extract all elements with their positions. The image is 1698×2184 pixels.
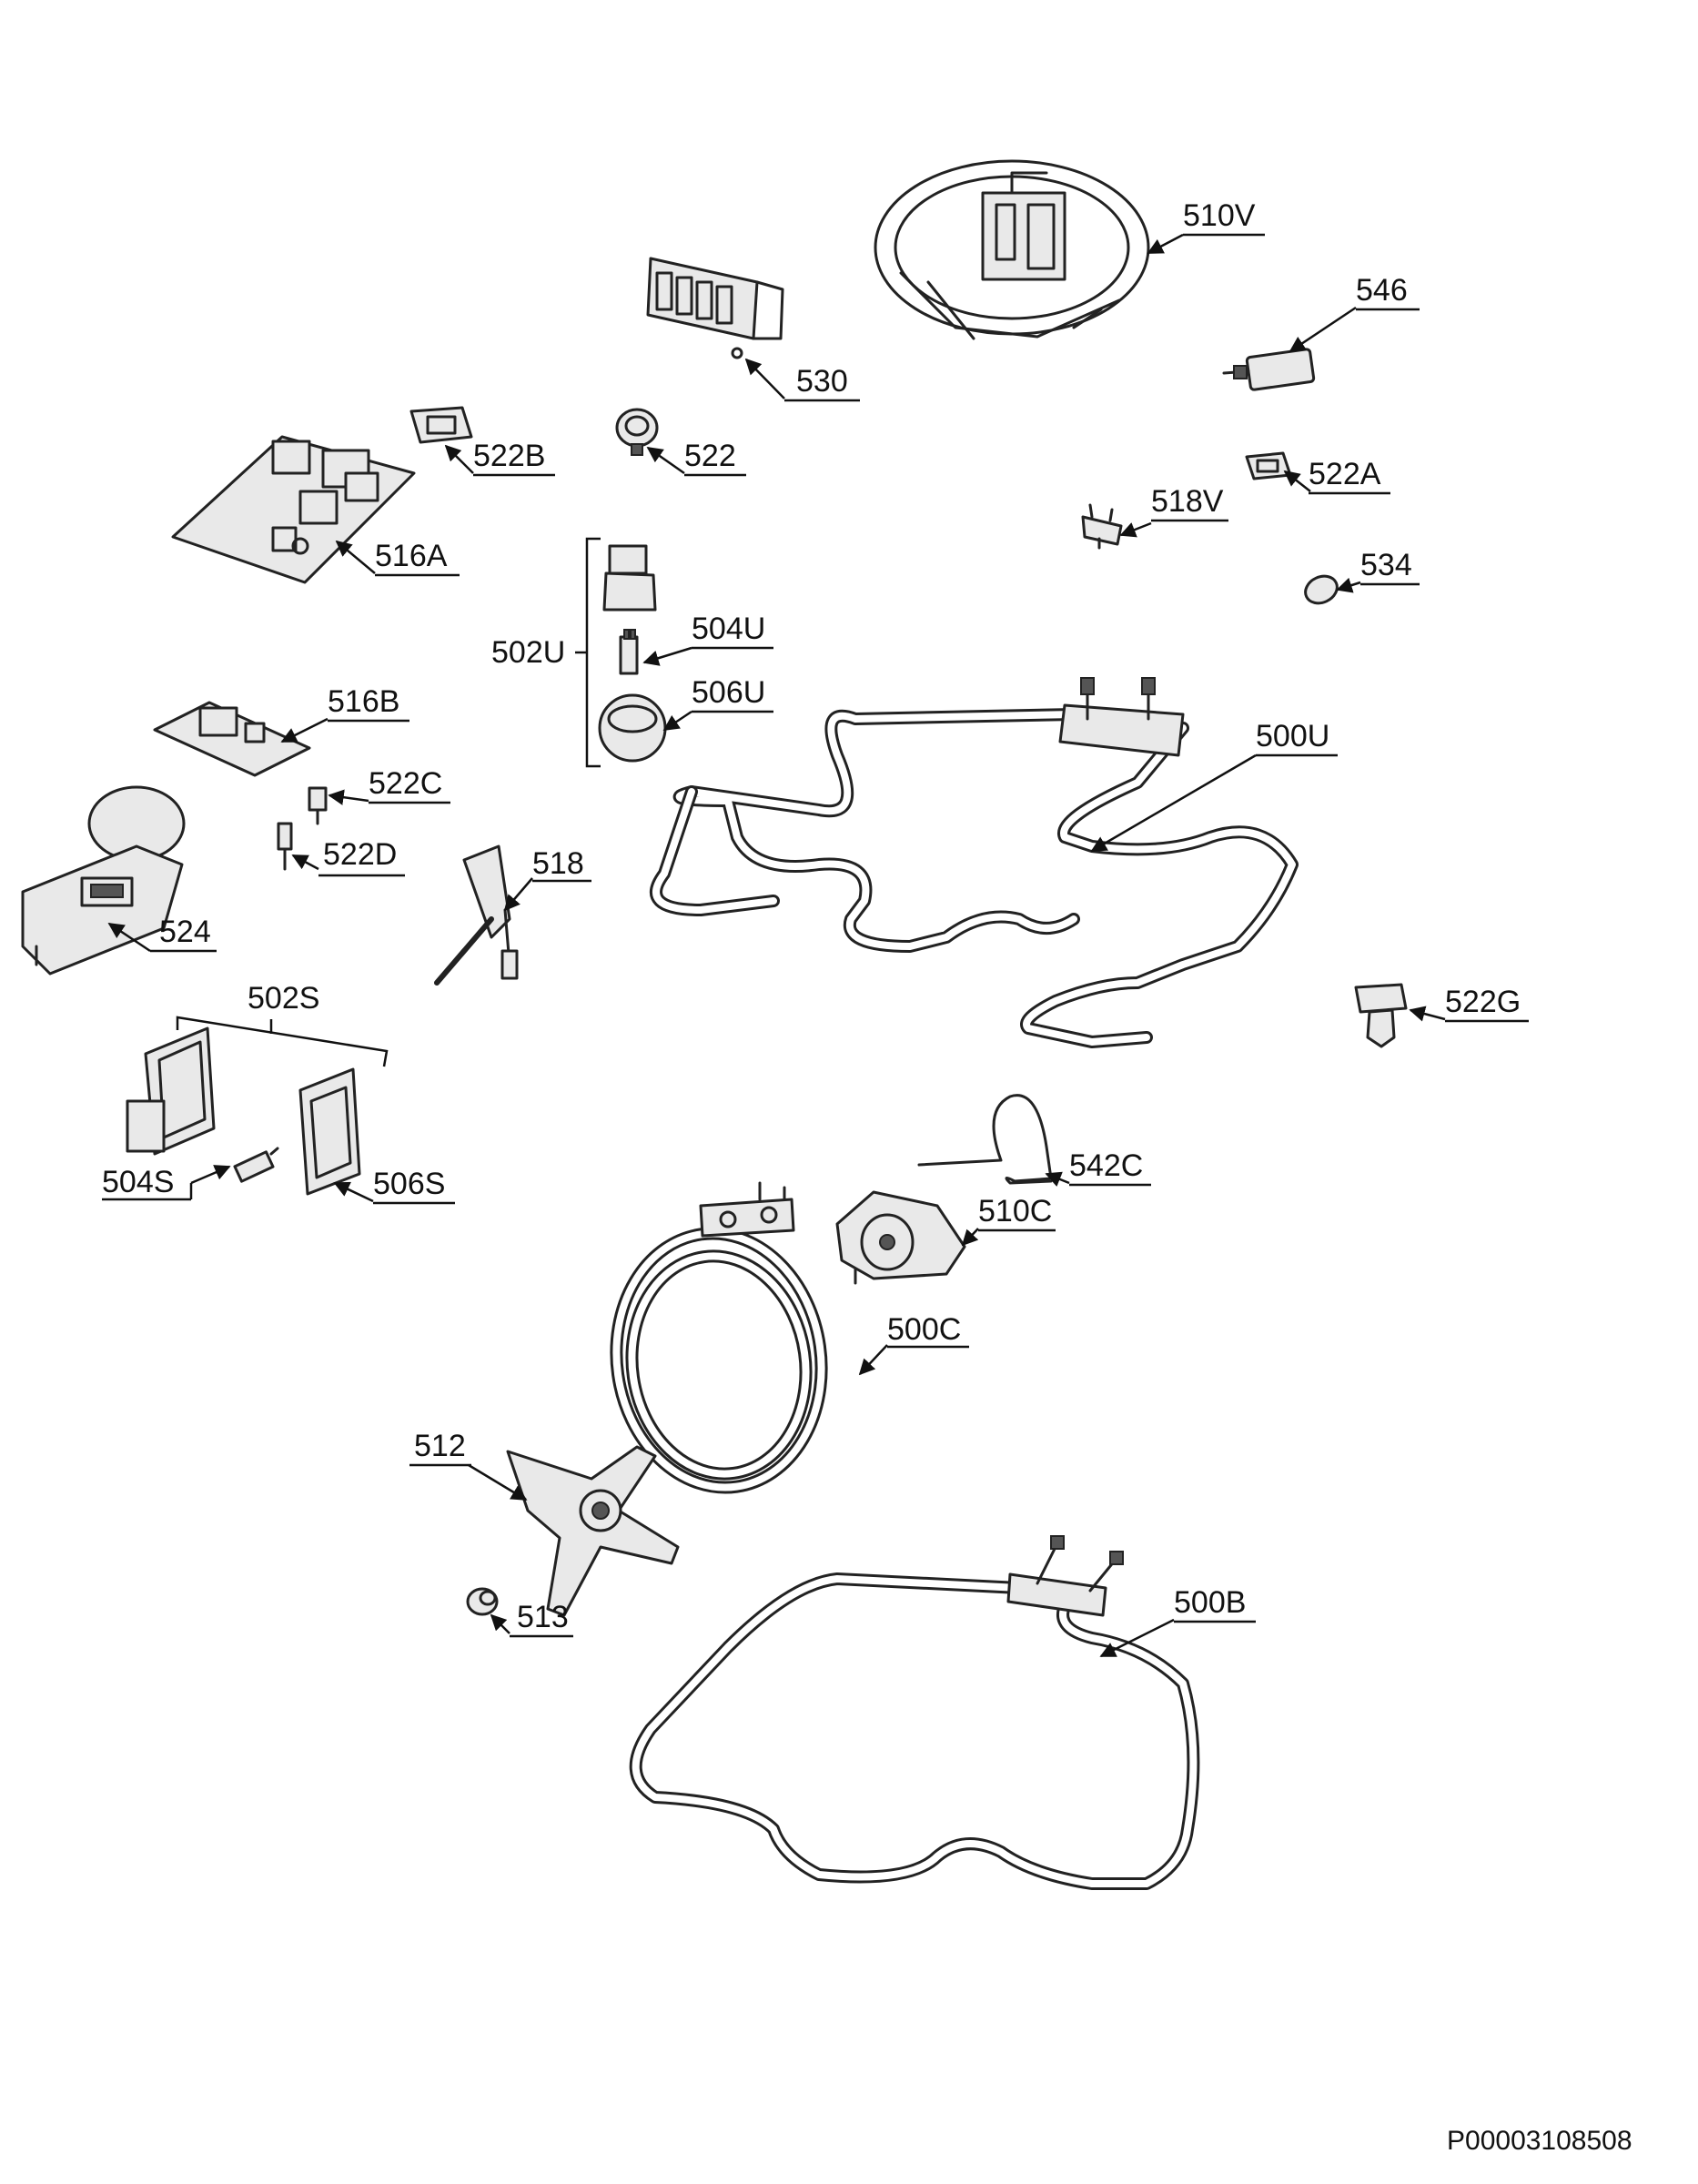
label-530: 530 <box>796 364 848 399</box>
label-510V: 510V <box>1183 198 1256 233</box>
label-518: 518 <box>532 846 584 881</box>
part-510C-fan-motor <box>835 1190 966 1285</box>
part-542C-spring <box>917 1094 1053 1185</box>
part-518V-clip <box>1081 503 1123 550</box>
label-504S: 504S <box>102 1165 174 1199</box>
part-500B-bottom-heater <box>629 1535 1200 1890</box>
label-500U: 500U <box>1256 719 1329 753</box>
label-518V: 518V <box>1151 484 1224 519</box>
part-522D-clip <box>277 822 293 871</box>
label-522G: 522G <box>1445 985 1521 1019</box>
label-504U: 504U <box>692 612 765 646</box>
label-500C: 500C <box>887 1312 961 1347</box>
leader-510V <box>1147 233 1184 255</box>
label-524: 524 <box>159 915 211 949</box>
part-522G-clip <box>1354 983 1408 1048</box>
label-506S: 506S <box>373 1167 445 1201</box>
part-504S-connector <box>233 1147 279 1183</box>
part-513-nut <box>466 1587 499 1616</box>
label-522B: 522B <box>473 439 545 473</box>
part-546-switch <box>1222 348 1316 391</box>
part-504U-connector <box>619 629 639 675</box>
label-512: 512 <box>414 1429 466 1463</box>
label-522: 522 <box>684 439 736 473</box>
label-502U: 502U <box>491 635 565 670</box>
part-518-sensor <box>434 844 519 986</box>
label-522A: 522A <box>1309 457 1381 491</box>
part-506U-lamp-cover <box>598 693 667 763</box>
label-522C: 522C <box>369 766 442 801</box>
label-516B: 516B <box>328 684 399 719</box>
label-522D: 522D <box>323 837 397 872</box>
part-516B-board <box>153 701 311 777</box>
label-500B: 500B <box>1174 1585 1246 1620</box>
part-522A-bracket <box>1245 451 1292 480</box>
part-506S-lamp-cover <box>298 1067 361 1196</box>
part-512-fan-blade <box>506 1445 680 1617</box>
label-542C: 542C <box>1069 1148 1143 1183</box>
part-510V-fan-assembly <box>874 159 1150 340</box>
part-522-holder <box>615 408 659 456</box>
label-506U: 506U <box>692 675 765 710</box>
document-id: P00003108508 <box>1447 2126 1632 2156</box>
part-502U-lamp-socket <box>602 544 657 612</box>
label-513: 513 <box>517 1600 569 1634</box>
part-500C-ring-heater <box>610 1181 828 1494</box>
part-534-knob <box>1304 574 1339 605</box>
label-546: 546 <box>1356 273 1408 308</box>
label-516A: 516A <box>375 539 448 573</box>
part-516A-control-board <box>171 435 416 584</box>
part-522C-clip <box>308 786 328 825</box>
part-522B-bracket <box>409 406 473 444</box>
part-502S-lamp-housing <box>126 1026 216 1156</box>
label-502S: 502S <box>248 981 319 1016</box>
label-534: 534 <box>1360 548 1412 582</box>
part-530-terminal-block <box>646 257 784 359</box>
part-500U-upper-heater <box>650 677 1299 1048</box>
label-510C: 510C <box>978 1194 1052 1228</box>
part-524-door-lock <box>21 785 186 976</box>
